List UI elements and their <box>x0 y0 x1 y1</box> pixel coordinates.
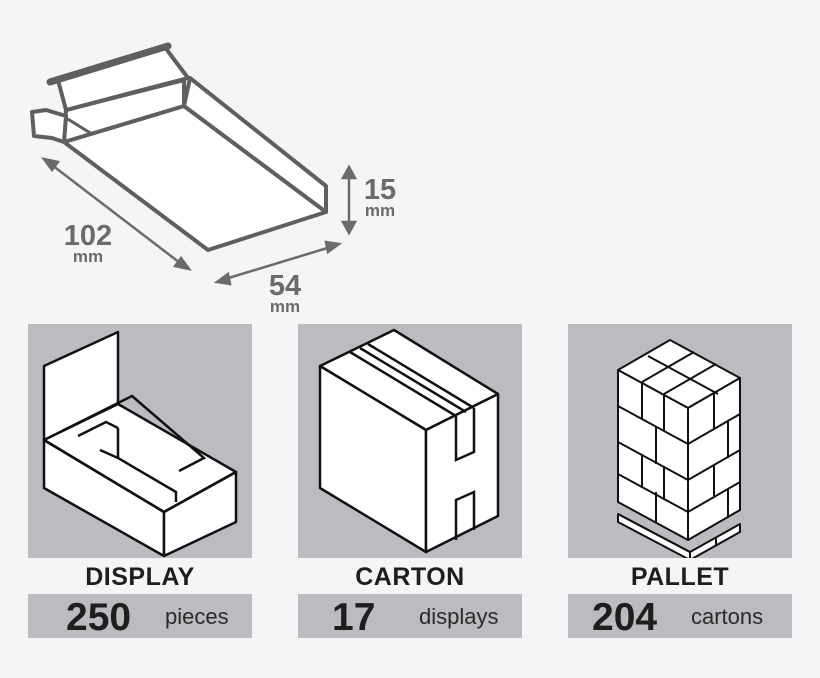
display-box-icon <box>42 330 238 558</box>
quantity-bar: 204 cartons <box>568 594 792 639</box>
quantity-bar: 250 pieces <box>28 594 252 639</box>
tray-product-icon <box>30 42 358 286</box>
carton-box-icon <box>318 328 500 554</box>
pallet-icon-box <box>568 324 792 558</box>
length-dimension: 102 mm <box>63 220 113 266</box>
carton-panel: CARTON 17 displays <box>298 324 522 639</box>
packaging-title: CARTON <box>355 563 465 591</box>
pallet-panel: PALLET 204 cartons <box>568 324 792 639</box>
display-icon-box <box>28 324 252 558</box>
quantity-value: 250 <box>66 596 132 639</box>
height-dimension: 15 mm <box>363 174 397 220</box>
packaging-title: DISPLAY <box>85 563 195 591</box>
display-panel: DISPLAY 250 pieces <box>28 324 252 639</box>
quantity-bar: 17 displays <box>298 594 522 639</box>
quantity-value: 17 <box>332 596 376 639</box>
quantity-unit: displays <box>419 604 499 629</box>
pallet-icon <box>617 339 741 558</box>
quantity-unit: cartons <box>691 604 764 629</box>
quantity-value: 204 <box>592 596 658 639</box>
packaging-title: PALLET <box>630 563 730 591</box>
quantity-unit: pieces <box>165 604 229 629</box>
width-dimension: 54 mm <box>268 270 302 316</box>
product-dimension-diagram: 102 mm 54 mm 15 mm <box>0 0 420 320</box>
carton-icon-box <box>298 324 522 558</box>
